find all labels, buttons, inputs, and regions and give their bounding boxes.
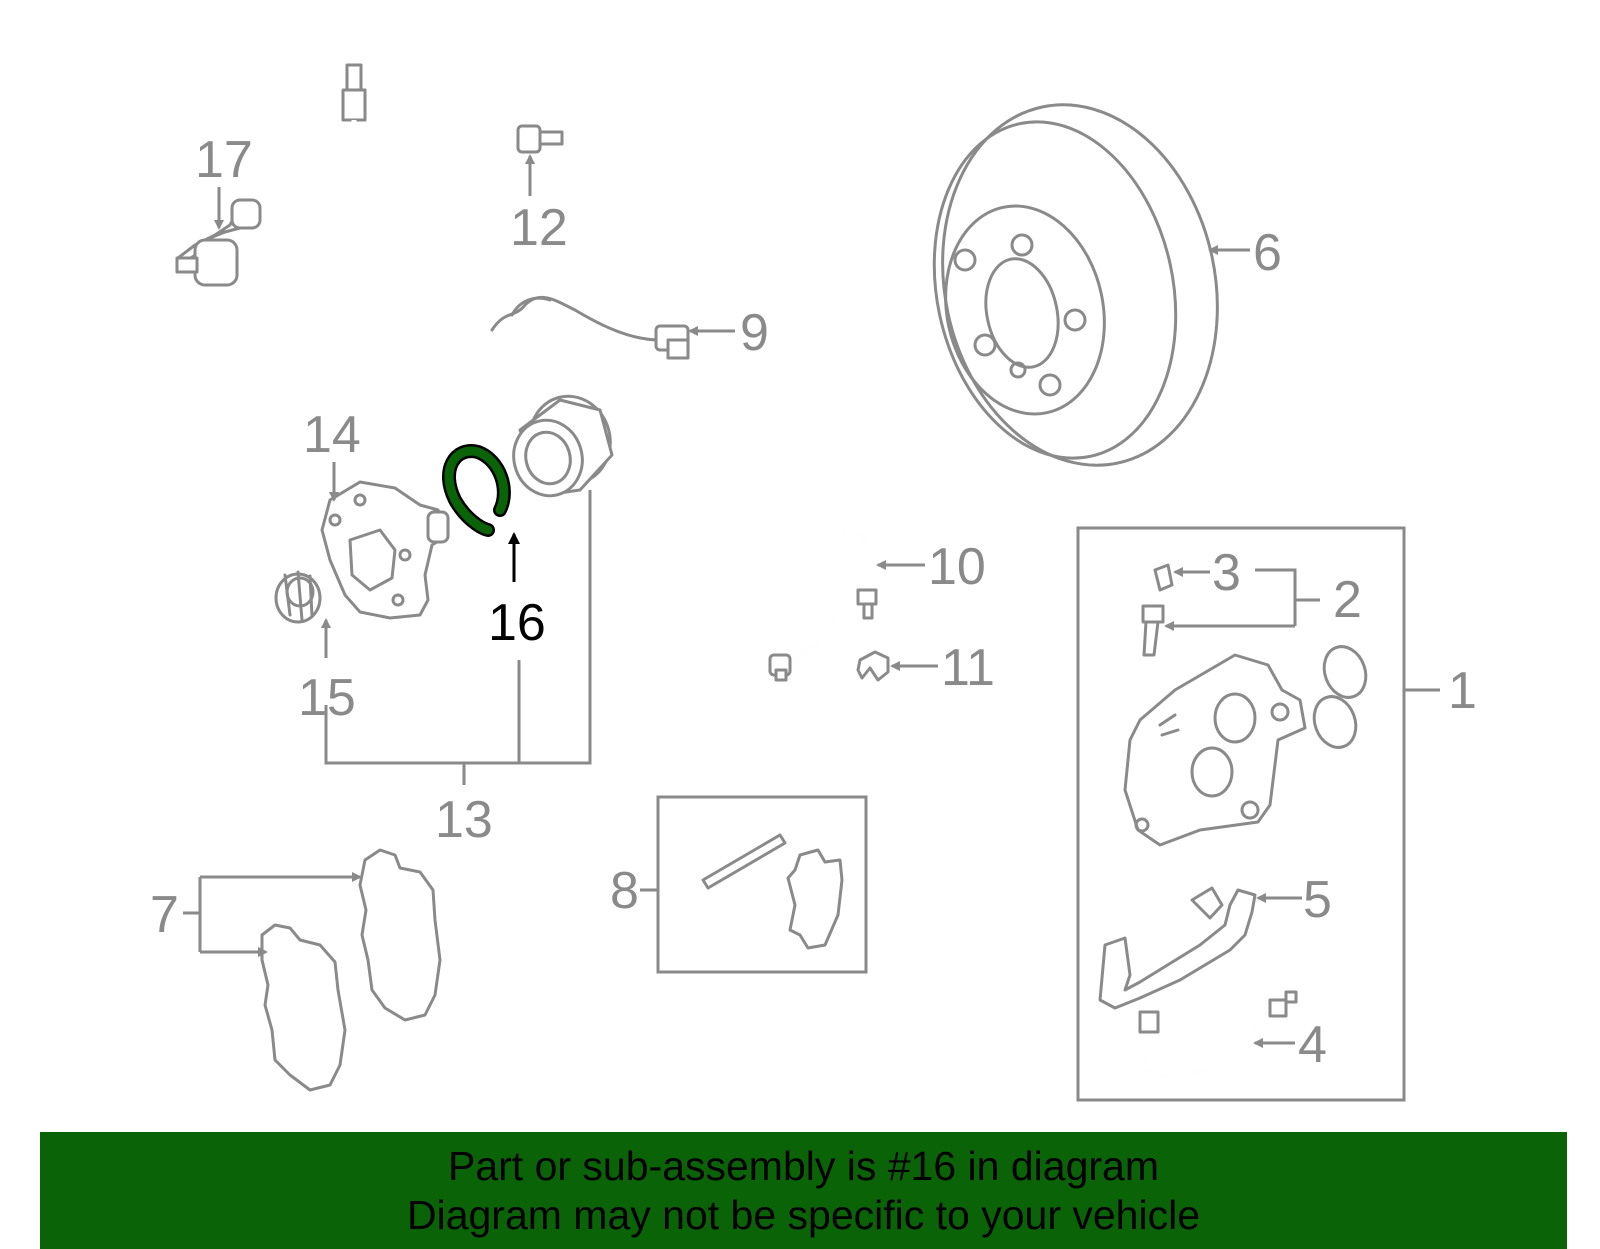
callout-10: 10 xyxy=(928,538,986,596)
part-11-clip[interactable] xyxy=(856,650,890,682)
part-7-brake-pads[interactable] xyxy=(260,848,442,1092)
part-6-brake-rotor[interactable] xyxy=(904,79,1250,491)
banner-line-2: Diagram may not be specific to your vehi… xyxy=(406,1192,1200,1238)
callout-4: 4 xyxy=(1298,1016,1327,1074)
part-2-bolt[interactable] xyxy=(1141,604,1165,657)
part-1-caliper[interactable] xyxy=(1123,641,1373,847)
callout-13: 13 xyxy=(435,791,493,849)
part-4-brake-pipe[interactable] xyxy=(1138,990,1298,1079)
callout-7: 7 xyxy=(150,886,179,944)
part-9-wear-sensor[interactable] xyxy=(490,295,690,360)
part-16-snap-ring[interactable] xyxy=(442,444,511,537)
part-3-bleeder[interactable] xyxy=(1153,563,1174,592)
part-13-bearing[interactable] xyxy=(505,387,620,503)
callout-11: 11 xyxy=(941,639,995,697)
callout-15: 15 xyxy=(298,669,356,727)
part-12-brake-hose[interactable] xyxy=(341,63,564,256)
callout-5: 5 xyxy=(1303,871,1332,929)
box-8-pad-kit xyxy=(656,795,868,974)
callout-3: 3 xyxy=(1212,544,1241,602)
callout-9: 9 xyxy=(740,304,769,362)
callout-8: 8 xyxy=(610,862,639,920)
callout-14: 14 xyxy=(303,406,361,464)
bracket-7 xyxy=(183,877,202,952)
banner-line-1: Part or sub-assembly is #16 in diagram xyxy=(448,1143,1159,1189)
box-1-caliper-assembly xyxy=(1076,526,1406,1102)
callout-17: 17 xyxy=(195,131,253,189)
part-15-hub-nut[interactable] xyxy=(274,570,322,624)
part-17-sensor[interactable] xyxy=(175,198,262,287)
callout-6: 6 xyxy=(1253,224,1282,282)
part-10-brake-line[interactable] xyxy=(768,527,878,682)
callout-16: 16 xyxy=(488,594,546,652)
part-14-wheel-hub[interactable] xyxy=(320,480,450,620)
callout-12: 12 xyxy=(510,199,568,257)
part-8-pad-kit[interactable] xyxy=(701,833,844,950)
bracket-13 xyxy=(324,490,592,785)
part-5-bracket[interactable] xyxy=(1098,886,1257,1010)
callout-1: 1 xyxy=(1448,662,1477,720)
bracket-2 xyxy=(1255,568,1320,626)
callout-2: 2 xyxy=(1333,571,1362,629)
info-banner: Part or sub-assembly is #16 in diagram D… xyxy=(40,1132,1567,1249)
